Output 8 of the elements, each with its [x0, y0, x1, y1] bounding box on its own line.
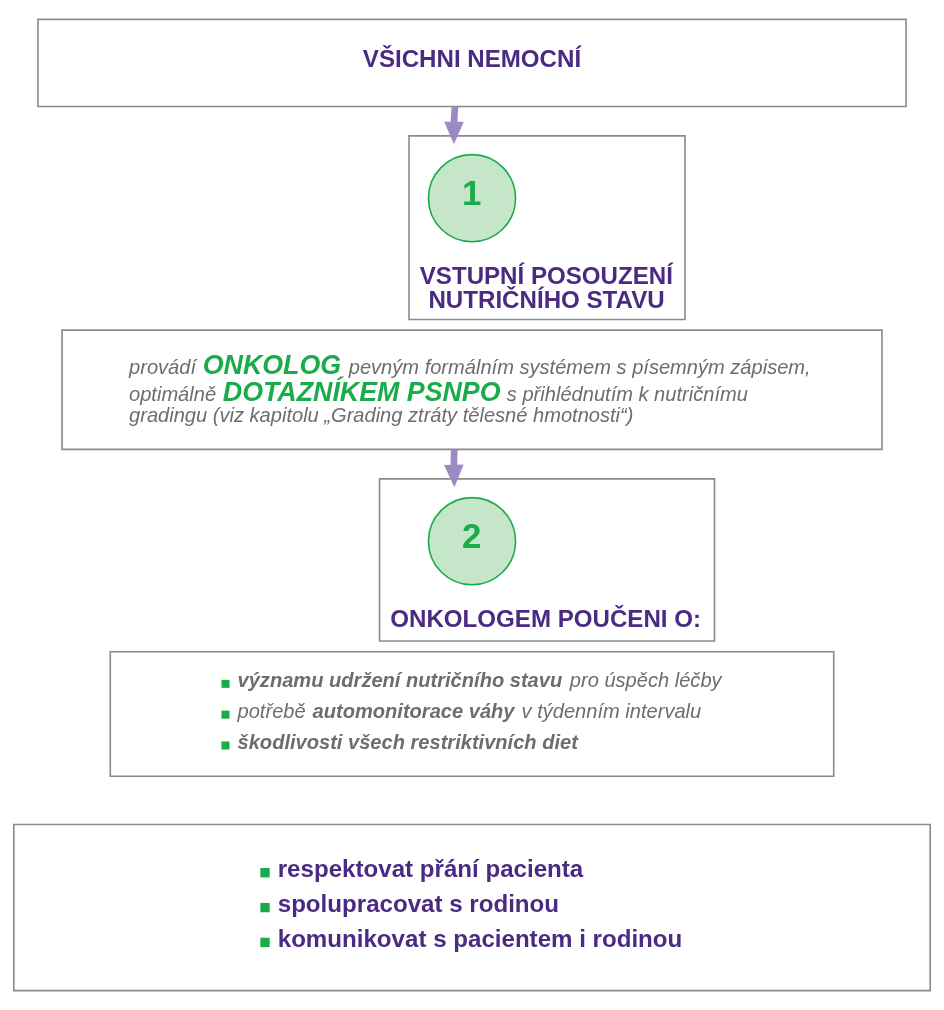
node-box: provádí ONKOLOG pevným formálním systémem s písemným zápisem, optimálně DOTAZNÍKEM PSNPO s přihlédnutím k nutričnímu gradingu (viz kapitolu „Grading ztráty tělesné hmotnosti“) [61, 329, 883, 451]
node-box: VŠICHNI NEMOCNÍ [37, 18, 907, 108]
arrow [444, 449, 464, 488]
node-circle: 1 [427, 153, 517, 243]
node-box: respektovat přání pacienta spolupracovat s rodinou komunikovat s pacientem i rodinou [13, 823, 931, 992]
node-box: významu udržení nutričního stavu pro úspěch léčby potřebě automonitorace váhy v týdenním intervalu škodlivosti všech restriktivních diet [109, 650, 835, 778]
node-circle: 2 [427, 496, 517, 586]
arrow [444, 106, 464, 145]
